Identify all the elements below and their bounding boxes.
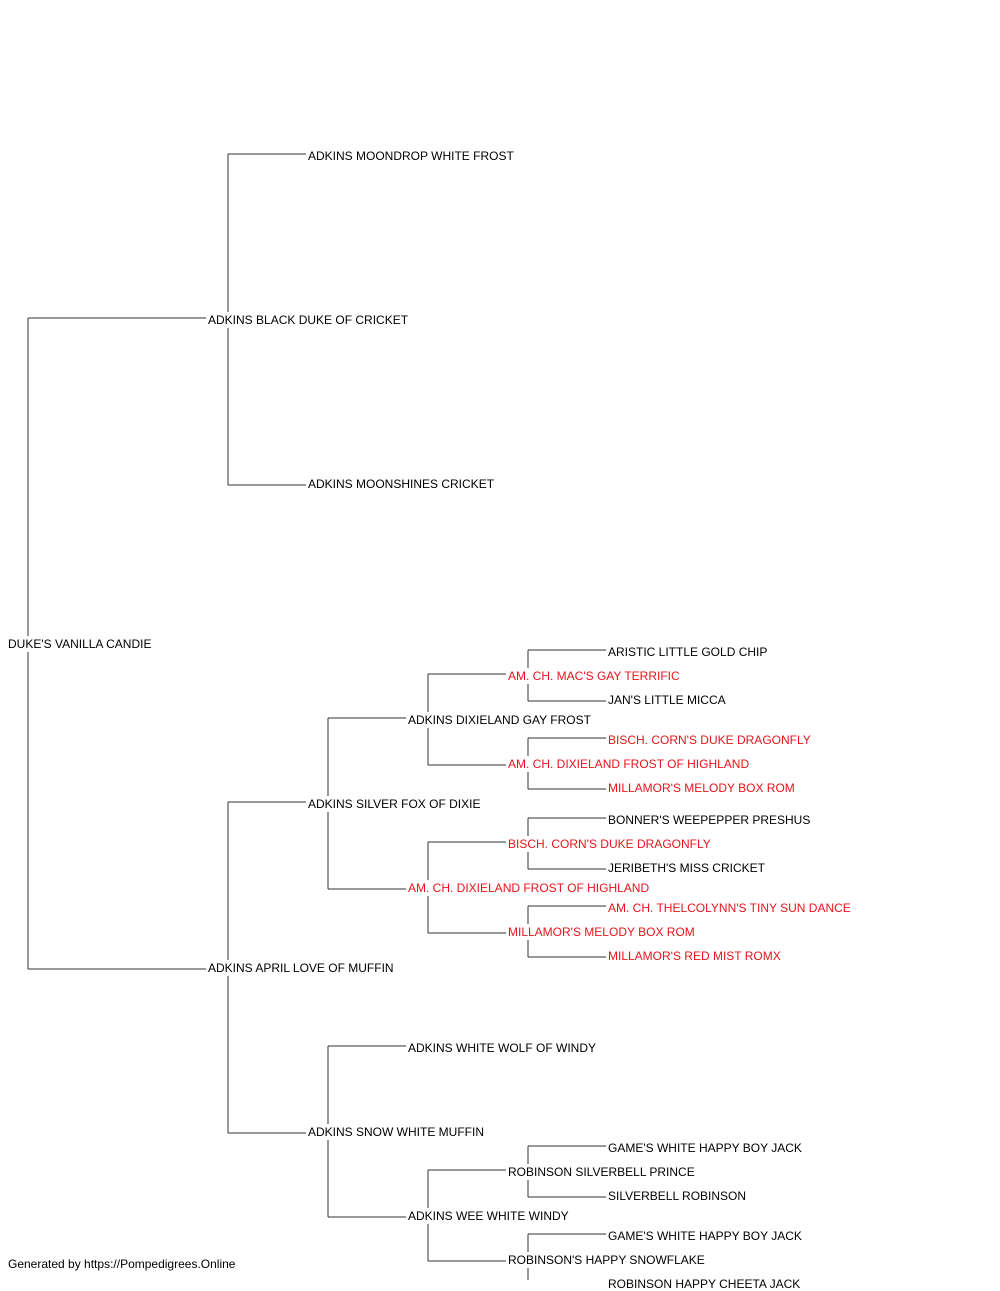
pedigree-node-aristic-little-gold-chip: ARISTIC LITTLE GOLD CHIP	[608, 645, 769, 659]
pedigree-node-millamor-s-melody-box-rom: MILLAMOR'S MELODY BOX ROM	[608, 781, 796, 795]
pedigree-node-robinson-silverbell-prince: ROBINSON SILVERBELL PRINCE	[508, 1165, 696, 1179]
pedigree-node-am-ch-dixieland-frost-of-highland: AM. CH. DIXIELAND FROST OF HIGHLAND	[508, 757, 751, 771]
pedigree-node-duke-s-vanilla-candie: DUKE'S VANILLA CANDIE	[8, 637, 153, 651]
pedigree-node-adkins-moonshines-cricket: ADKINS MOONSHINES CRICKET	[308, 477, 496, 491]
pedigree-node-adkins-wee-white-windy: ADKINS WEE WHITE WINDY	[408, 1209, 570, 1223]
pedigree-node-jeribeth-s-miss-cricket: JERIBETH'S MISS CRICKET	[608, 861, 766, 875]
pedigree-node-adkins-dixieland-gay-frost: ADKINS DIXIELAND GAY FROST	[408, 713, 592, 727]
pedigree-node-adkins-snow-white-muffin: ADKINS SNOW WHITE MUFFIN	[308, 1125, 485, 1139]
pedigree-node-adkins-black-duke-of-cricket: ADKINS BLACK DUKE OF CRICKET	[208, 313, 410, 327]
pedigree-node-game-s-white-happy-boy-jack: GAME'S WHITE HAPPY BOY JACK	[608, 1229, 803, 1243]
pedigree-node-am-ch-dixieland-frost-of-highland: AM. CH. DIXIELAND FROST OF HIGHLAND	[408, 881, 651, 895]
pedigree-node-adkins-white-wolf-of-windy: ADKINS WHITE WOLF OF WINDY	[408, 1041, 597, 1055]
pedigree-node-game-s-white-happy-boy-jack: GAME'S WHITE HAPPY BOY JACK	[608, 1141, 803, 1155]
pedigree-node-bisch-corn-s-duke-dragonfly: BISCH. CORN'S DUKE DRAGONFLY	[608, 733, 812, 747]
footer-credit: Generated by https://Pompedigrees.Online	[8, 1257, 236, 1271]
pedigree-node-millamor-s-red-mist-romx: MILLAMOR'S RED MIST ROMX	[608, 949, 782, 963]
pedigree-node-bonner-s-weepepper-preshus: BONNER'S WEEPEPPER PRESHUS	[608, 813, 812, 827]
pedigree-node-robinson-s-happy-snowflake: ROBINSON'S HAPPY SNOWFLAKE	[508, 1253, 706, 1267]
pedigree-node-am-ch-mac-s-gay-terrific: AM. CH. MAC'S GAY TERRIFIC	[508, 669, 681, 683]
pedigree-node-bisch-corn-s-duke-dragonfly: BISCH. CORN'S DUKE DRAGONFLY	[508, 837, 712, 851]
pedigree-node-millamor-s-melody-box-rom: MILLAMOR'S MELODY BOX ROM	[508, 925, 696, 939]
pedigree-node-adkins-april-love-of-muffin: ADKINS APRIL LOVE OF MUFFIN	[208, 961, 395, 975]
pedigree-node-robinson-happy-cheeta-jack: ROBINSON HAPPY CHEETA JACK	[608, 1277, 802, 1291]
pedigree-node-am-ch-thelcolynn-s-tiny-sun-dance: AM. CH. THELCOLYNN'S TINY SUN DANCE	[608, 901, 852, 915]
pedigree-node-adkins-silver-fox-of-dixie: ADKINS SILVER FOX OF DIXIE	[308, 797, 482, 811]
pedigree-node-jan-s-little-micca: JAN'S LITTLE MICCA	[608, 693, 727, 707]
pedigree-node-silverbell-robinson: SILVERBELL ROBINSON	[608, 1189, 748, 1203]
pedigree-node-adkins-moondrop-white-frost: ADKINS MOONDROP WHITE FROST	[308, 149, 515, 163]
